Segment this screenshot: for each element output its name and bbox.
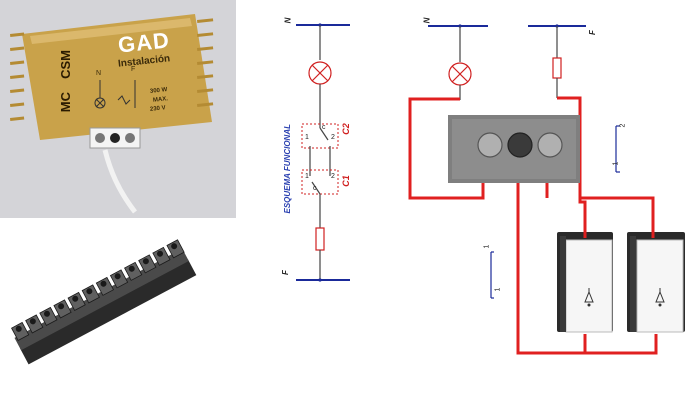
schema-switch-c2-box <box>301 123 339 149</box>
schema-c2-contact-c: c <box>322 124 326 131</box>
wiring-fuse-icon <box>552 57 562 79</box>
schema-c2-contact-1: 1 <box>305 134 309 141</box>
wiring-switch-left-1: 1 <box>483 244 491 249</box>
schema-c1-contact-2: 2 <box>331 173 335 180</box>
device-photo-art <box>0 0 236 218</box>
wiring-switch-left-2: 1 <box>494 287 502 292</box>
schema-c1-contact-c: c <box>313 185 317 192</box>
device-terminal-f: F <box>131 66 136 73</box>
wiring-switch-symbol-right <box>615 125 620 173</box>
wiring-pushbutton-2 <box>627 232 685 333</box>
wiring-switch-right-2: 2 <box>619 123 627 128</box>
device-photo: GAD Instalación MC CSM N F 300 W MAX. 23… <box>0 0 236 218</box>
device-terminal-n: N <box>96 70 102 77</box>
wiring-pushbutton-1 <box>557 232 613 333</box>
wiring-switch-symbol-left <box>490 251 494 299</box>
schema-c1-contact-1: 1 <box>305 173 309 180</box>
wiring-switch-right-1: 1 <box>612 161 620 166</box>
wiring-phase-label: F <box>587 30 597 35</box>
schema-c2-contact-2: 2 <box>331 134 335 141</box>
wiring-neutral-label: N <box>422 17 432 24</box>
